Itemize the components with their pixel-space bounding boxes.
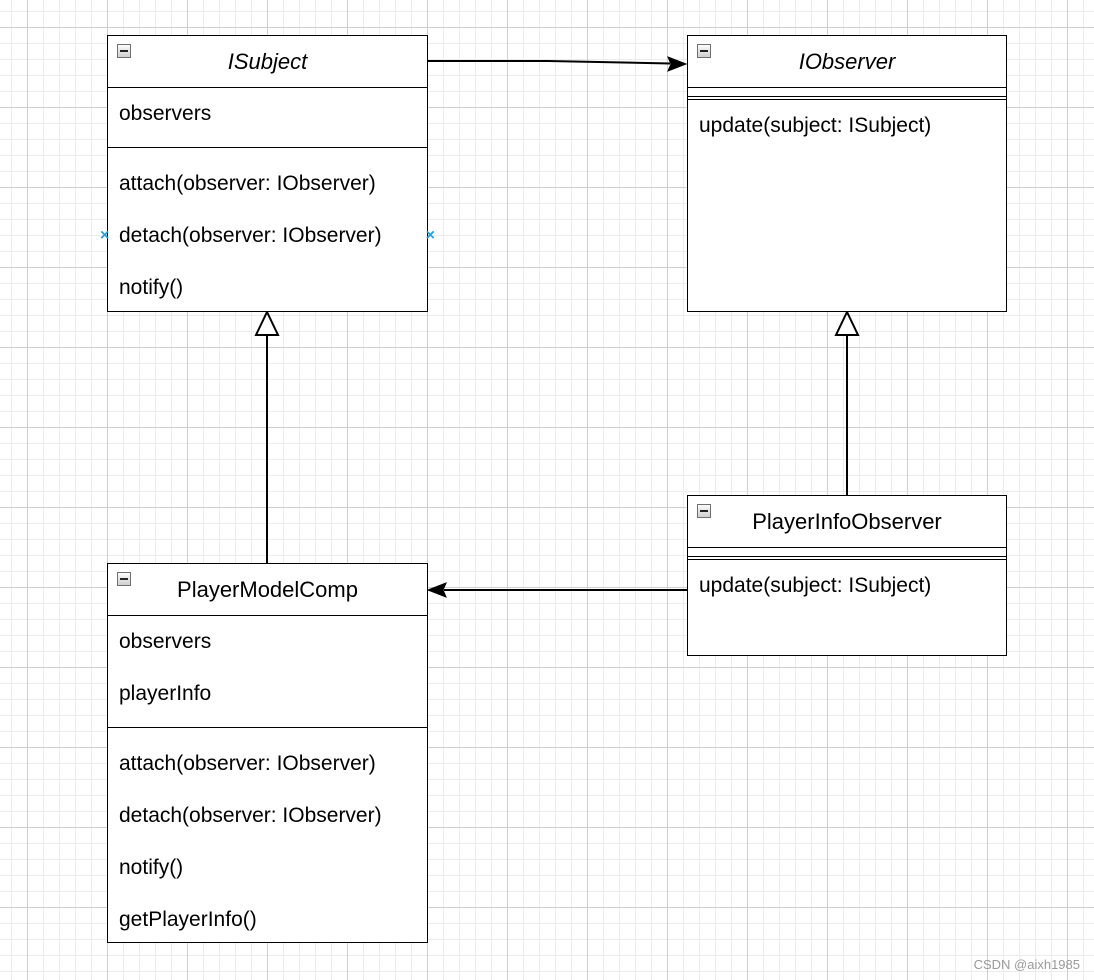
attributes-section: observers playerInfo [108,616,427,728]
class-name: IObserver [798,48,896,74]
class-name: PlayerModelComp [177,576,358,602]
association-isubject-iobserver[interactable] [428,60,671,65]
method-getplayerinfo[interactable]: getPlayerInfo() [119,908,257,931]
method-update[interactable]: update(subject: ISubject) [699,574,932,597]
methods-section: update(subject: ISubject) [688,100,1006,152]
class-header[interactable]: PlayerModelComp [108,564,427,616]
method-update[interactable]: update(subject: ISubject) [699,114,932,137]
class-name: ISubject [227,48,308,74]
attribute[interactable]: observers [119,102,212,125]
collapse-icon[interactable] [117,572,131,586]
attribute-playerinfo[interactable]: playerInfo [119,682,212,705]
method-attach[interactable]: attach(observer: IObserver) [119,172,376,195]
class-iobserver[interactable]: IObserver update(subject: ISubject) [687,35,1007,312]
class-header[interactable]: IObserver [688,36,1006,88]
method-detach-selected[interactable]: × detach(observer: IObserver) × [100,210,435,262]
method-label: detach(observer: IObserver) [119,224,382,247]
generalization-triangle-iobserver [834,309,860,336]
class-isubject[interactable]: ISubject observers attach(observer: IObs… [100,35,435,314]
attribute-observers[interactable]: observers [119,630,212,653]
association-arrowhead-iobserver [667,56,688,72]
generalization-triangle-isubject [254,309,280,336]
collapse-icon[interactable] [697,504,711,518]
attributes-section [688,548,1006,560]
class-playerinfoobserver[interactable]: PlayerInfoObserver update(subject: ISubj… [687,495,1007,656]
class-header[interactable]: ISubject [108,36,427,88]
attributes-section: observers [108,88,427,148]
method-notify[interactable]: notify() [119,276,184,299]
method-notify[interactable]: notify() [119,856,184,879]
methods-section: attach(observer: IObserver) detach(obser… [108,728,427,946]
attributes-section [688,88,1006,100]
class-playermodelcomp[interactable]: PlayerModelComp observers playerInfo att… [107,563,428,943]
collapse-icon[interactable] [117,44,131,58]
class-header[interactable]: PlayerInfoObserver [688,496,1006,548]
selection-handle-right[interactable]: × [425,227,435,244]
class-name: PlayerInfoObserver [752,508,942,534]
watermark: CSDN @aixh1985 [973,957,1080,972]
selection-handle-left[interactable]: × [100,227,110,244]
method-attach[interactable]: attach(observer: IObserver) [119,752,376,775]
methods-section: update(subject: ISubject) [688,560,1006,612]
association-arrowhead-playermodelcomp [426,582,447,598]
method-detach[interactable]: detach(observer: IObserver) [119,804,382,827]
methods-section: attach(observer: IObserver) × detach(obs… [100,148,435,314]
collapse-icon[interactable] [697,44,711,58]
